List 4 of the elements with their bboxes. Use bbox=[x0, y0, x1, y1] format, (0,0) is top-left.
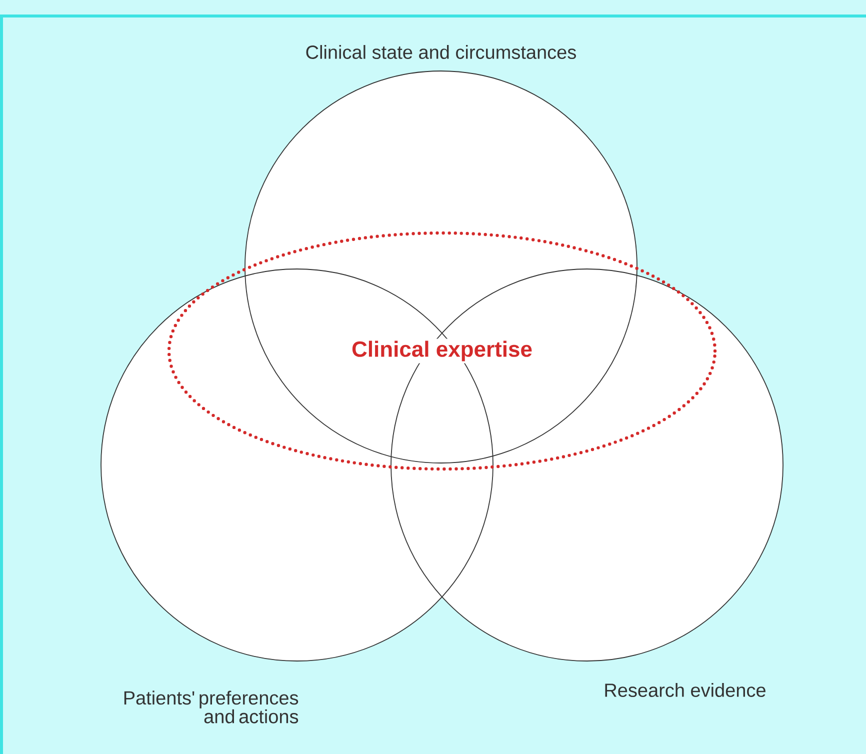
circle-label: Clinical state and circumstances bbox=[306, 45, 576, 59]
ellipse-label: Clinical expertise bbox=[350, 338, 534, 364]
circle-label: Research evidence bbox=[605, 683, 766, 697]
circle-label: Patients' preferences and actions bbox=[124, 690, 298, 724]
